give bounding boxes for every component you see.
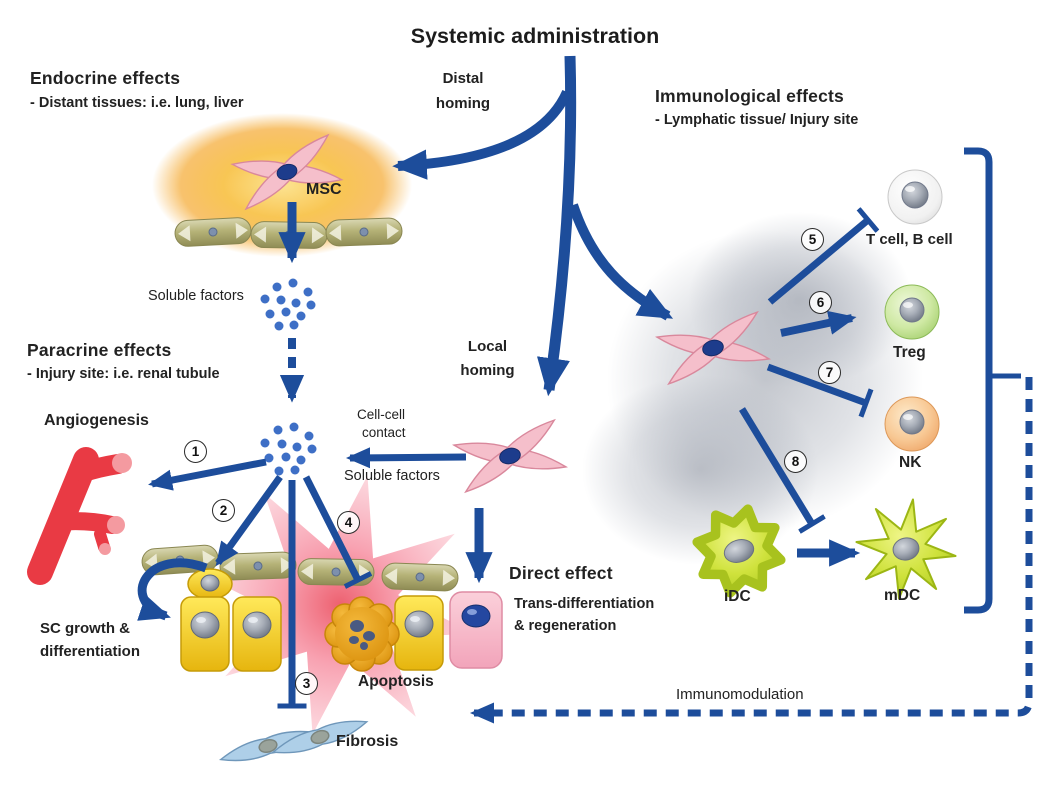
step-badge-6: 6: [809, 291, 832, 314]
apoptosis-label: Apoptosis: [358, 673, 434, 690]
lymphatic-cloud: [582, 212, 923, 565]
arrow-7-nk-inhibit: [766, 363, 874, 418]
sc-differentiation-loop-arrow: [137, 558, 208, 621]
soluble-factors-local-label: Soluble factors: [344, 468, 440, 484]
fibrosis-label: Fibrosis: [336, 733, 399, 750]
sc-growth-label-line1: SC growth &: [40, 620, 130, 637]
direct-effect-sub-line2: & regeneration: [514, 618, 617, 634]
local-homing-arrow: [536, 55, 577, 397]
msc-cell-local-icon: [448, 410, 572, 502]
arrow-layer: [137, 55, 1033, 724]
immunomodulation-dashed-arrow: [469, 377, 1033, 724]
msc-label: MSC: [306, 181, 342, 198]
immune-homing-arrow: [568, 203, 674, 321]
apoptotic-cell-icon: [324, 596, 400, 672]
t-b-cell-label: T cell, B cell: [866, 231, 953, 248]
step-badge-1: 1: [184, 440, 207, 463]
distal-homing-label-line1: Distal: [442, 70, 484, 87]
paracrine-heading: Paracrine effects: [27, 340, 172, 360]
paracrine-subheading: - Injury site: i.e. renal tubule: [27, 366, 220, 382]
local-homing-label-line1: Local: [467, 338, 508, 355]
arrow-8-dc-inhibit: [739, 407, 826, 534]
mdc-label: mDC: [884, 587, 921, 604]
sc-growth-label-line2: differentiation: [40, 643, 140, 660]
endocrine-subheading: - Distant tissues: i.e. lung, liver: [30, 95, 244, 111]
direct-effect-sub-line1: Trans-differentiation: [514, 596, 655, 612]
diagram-title: Systemic administration: [410, 24, 660, 48]
treg-cell-icon: [884, 284, 940, 340]
immune-effects-bracket: [964, 147, 993, 614]
tubule-cell-yellow: [232, 596, 282, 672]
treg-label: Treg: [893, 344, 926, 361]
arrow-2-sc-growth: [215, 474, 283, 567]
step-badge-5: 5: [801, 228, 824, 251]
mdc-cell-icon: [848, 491, 964, 607]
cell-contact-arrow: [345, 447, 467, 469]
nk-cell-icon: [884, 396, 940, 452]
step-badge-2: 2: [212, 499, 235, 522]
step-badge-4: 4: [337, 511, 360, 534]
regenerated-cell-pink: [449, 591, 503, 669]
arrow-4-apoptosis-inhibit: [302, 475, 373, 589]
endocrine-heading: Endocrine effects: [30, 68, 181, 88]
soluble-factors-endocrine-label: Soluble factors: [148, 288, 244, 304]
step-badge-7: 7: [818, 361, 841, 384]
distal-homing-label-line2: homing: [435, 95, 491, 112]
angiogenesis-label: Angiogenesis: [44, 412, 149, 429]
tubule-cell-yellow: [180, 596, 230, 672]
immunological-heading: Immunological effects: [655, 86, 844, 106]
tubule-cell-yellow: [394, 595, 444, 671]
fibroblast-icon: [217, 723, 319, 769]
direct-effect-heading: Direct effect: [509, 563, 613, 583]
step-badge-3: 3: [295, 672, 318, 695]
stem-cell-differentiating: [187, 568, 233, 600]
arrow-1-angiogenesis: [148, 458, 267, 491]
distal-homing-arrow: [392, 89, 572, 180]
arrow-5-tcell-inhibit: [767, 207, 880, 305]
soluble-factor-dots-paracrine: [260, 422, 317, 476]
local-homing-label-line2: homing: [460, 362, 515, 379]
nk-label: NK: [899, 454, 922, 471]
idc-cell-icon: [688, 500, 789, 601]
idc-label: iDC: [724, 588, 751, 605]
blood-vessel-icon: [27, 447, 132, 585]
cell-cell-contact-label-line2: contact: [362, 425, 406, 440]
soluble-factor-dots-endocrine: [260, 278, 316, 331]
cell-cell-contact-label-line1: Cell-cell: [357, 407, 406, 422]
t-b-cell-icon: [887, 169, 943, 225]
step-badge-8: 8: [784, 450, 807, 473]
immunological-subheading: - Lymphatic tissue/ Injury site: [655, 112, 859, 128]
immunomodulation-label: Immunomodulation: [676, 686, 804, 703]
arrow-6-treg-promote: [780, 310, 857, 337]
fibroblast-icon: [269, 712, 371, 762]
